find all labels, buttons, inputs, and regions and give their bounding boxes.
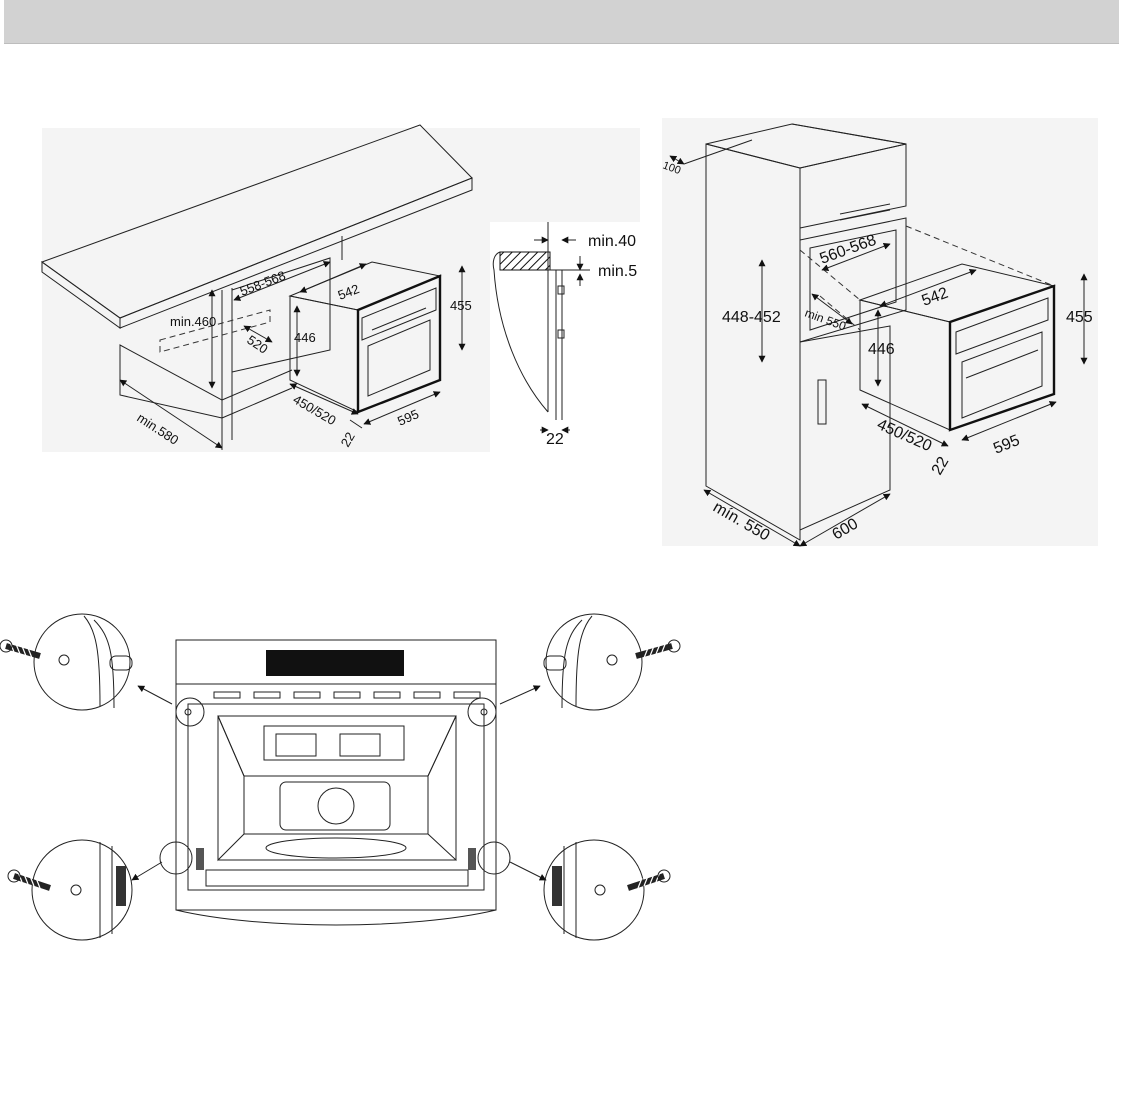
dim-min-460: min.460	[170, 314, 216, 329]
callout-screw-top-right	[543, 613, 643, 711]
callout-screw-top-left	[33, 613, 133, 711]
dim-100: 100	[661, 160, 682, 178]
dim-455-tall: 455	[1066, 309, 1093, 326]
dim-446-tall: 446	[868, 341, 895, 358]
dim-542: 542	[336, 281, 362, 303]
dim-22-side: 22	[546, 431, 564, 448]
callout-screw-bottom-right	[543, 839, 645, 941]
figure-side-detail	[490, 222, 642, 452]
dim-22-tall: 22	[929, 454, 953, 478]
screw-icon	[627, 869, 671, 891]
screw-icon	[635, 639, 681, 659]
callout-screw-bottom-left	[31, 839, 133, 941]
header-bar	[4, 0, 1119, 44]
dim-min-40: min.40	[588, 233, 636, 250]
figure-tall-cabinet	[662, 118, 1098, 547]
dim-455: 455	[450, 298, 472, 313]
screw-icon	[7, 869, 51, 891]
dim-min-5: min.5	[598, 263, 637, 280]
dim-446: 446	[294, 330, 316, 345]
dim-22: 22	[338, 429, 358, 449]
screw-icon	[0, 639, 41, 659]
dim-448-452: 448-452	[722, 309, 781, 326]
figure-screw-fixing	[131, 639, 547, 926]
